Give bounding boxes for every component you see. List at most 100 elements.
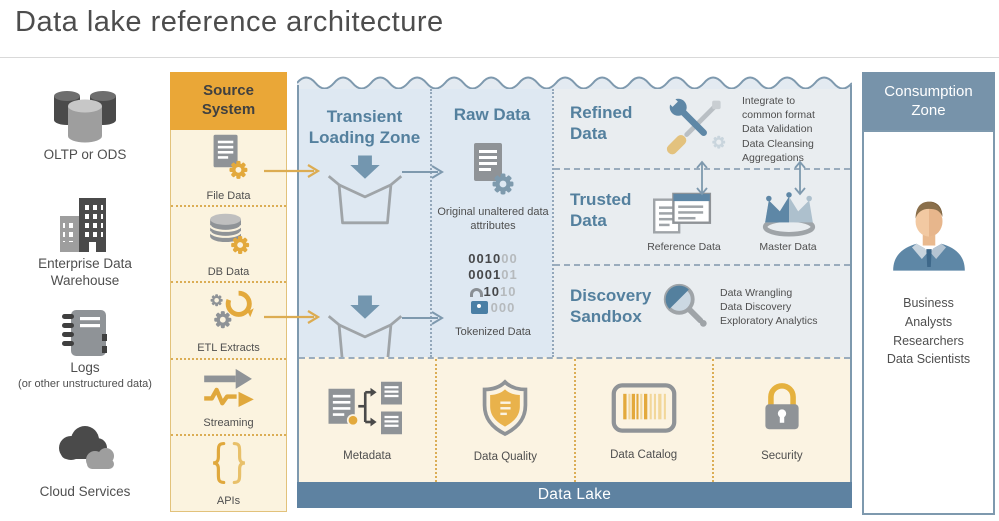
transient-zone-title: Transient Loading Zone [308,107,421,147]
source-system-item-label: ETL Extracts [197,341,260,354]
double-arrow-icon [792,158,808,203]
buildings-icon [53,196,117,257]
raw-data-zone: Raw Data Original unaltered data attribu… [430,89,552,357]
source-system-column: Source System File Data [170,72,287,512]
database-gear-icon [205,209,253,262]
file-gear-icon [206,133,252,186]
lake-services-row: Metadata Data Quality [299,357,850,482]
source-system-item-label: APIs [216,495,241,508]
service-label: Data Quality [473,450,538,463]
transient-loading-zone: Transient Loading Zone [299,89,430,365]
flow-arrow-gold [262,162,326,185]
consumption-zone: Consumption Zone Business Anal [862,72,995,515]
discovery-sandbox-section: Discovery Sandbox Data Wrangling Data Di… [554,264,850,357]
source-label-cloud: Cloud Services [39,484,131,499]
flow-arrow-gold [262,308,326,331]
refined-data-notes: Integrate to common format Data Validati… [742,94,815,165]
document-gear-icon [466,141,518,202]
service-security: Security [711,359,850,482]
refined-note-line: Data Validation [742,123,813,136]
gears-icon [204,287,254,338]
refined-note-line: Aggregations [742,151,804,164]
binary-light: 00 [501,251,518,266]
refined-data-title: Refined Data [570,103,633,143]
source-system-item-label: File Data [206,189,251,202]
reference-data-icon [652,192,714,245]
discovery-notes: Data Wrangling Data Discovery Explorator… [720,286,817,329]
service-metadata: Metadata [299,359,435,482]
refined-data-section: Refined Data Integrate to common format [554,89,850,168]
service-data-quality: Data Quality [435,359,573,482]
raw-data-caption: Original unaltered data attributes [437,206,549,233]
consumption-zone-header: Consumption Zone [862,72,995,130]
service-data-catalog: Data Catalog [573,359,712,482]
refined-note-line: common format [742,109,815,122]
role-line: Business [903,296,954,310]
trusted-data-section: Trusted Data Reference Data [554,168,850,264]
source-system-body: File Data DB Data [170,130,287,512]
service-label: Security [761,449,803,462]
data-lake-bar: Data Lake [297,482,852,508]
source-label-oltp: OLTP or ODS [43,147,127,162]
source-label-edw: Enterprise Data Warehouse [38,256,132,288]
flow-arrow-blue [400,309,448,332]
data-lake-container: Transient Loading Zone [297,75,852,508]
flow-arrow-blue [400,163,448,186]
consumption-zone-body: Business Analysts Researchers Data Scien… [862,130,995,515]
refined-note-line: Data Cleansing [742,137,814,150]
double-arrow-icon [694,158,710,203]
role-line: Researchers [893,333,964,348]
source-system-item-label: Streaming [203,416,254,429]
lock-body-icon [470,300,488,314]
braces-icon [208,440,250,491]
tools-icon [660,95,736,166]
source-system-item-file-data: File Data [171,130,286,205]
refinement-zone: Refined Data Integrate to common format [552,89,850,357]
discovery-note-line: Exploratory Analytics [720,315,818,328]
streaming-arrows-icon [202,366,256,413]
trusted-data-title: Trusted Data [570,190,632,230]
page-title: Data lake reference architecture [15,6,444,38]
open-box-icon [327,153,403,232]
lake-right-border [850,85,852,482]
lake-left-border [297,85,299,482]
service-label: Data Catalog [610,448,678,461]
tokenized-data-label: Tokenized Data [455,326,531,338]
clouds-icon [51,424,119,481]
source-system-item-db-data: DB Data [171,204,286,282]
discovery-note-line: Data Wrangling [720,287,793,299]
logbook-icon [58,308,112,363]
lock-shackle-icon [469,287,483,297]
title-divider [0,57,999,58]
role-line: Analysts [904,314,953,329]
source-system-item-etl: ETL Extracts [171,281,286,358]
shield-icon [479,378,531,442]
source-system-item-label: DB Data [207,266,250,279]
master-data-label: Master Data [759,241,817,253]
source-system-item-streaming: Streaming [171,357,286,435]
source-system-header: Source System [170,72,287,130]
raw-data-title: Raw Data [453,105,531,124]
discovery-sandbox-title: Discovery Sandbox [570,286,652,326]
binary-light: 000 [490,299,516,315]
source-label-logs: Logs [70,360,100,375]
metadata-icon [326,380,408,441]
consumption-roles: Business Analysts Researchers Data Scien… [864,294,993,369]
binary-light: 01 [501,267,518,283]
crown-icon [756,190,822,245]
padlock-icon [758,380,806,441]
binary-dark: 10 [483,283,500,299]
tokenized-binary-block: 001000 000101 1010 000 [442,251,544,316]
binary-dark: 0010 [468,251,502,266]
source-sublabel-logs: (or other unstructured data) [18,378,152,390]
source-system-item-apis: APIs [171,434,286,511]
business-person-icon [886,194,972,277]
refined-note-line: Integrate to [742,95,796,107]
reference-data-label: Reference Data [647,241,721,253]
barcode-icon [610,381,678,440]
databases-icon [49,88,121,151]
binary-light: 10 [500,283,517,299]
wave-border [297,76,852,91]
binary-dark: 0001 [468,267,502,283]
